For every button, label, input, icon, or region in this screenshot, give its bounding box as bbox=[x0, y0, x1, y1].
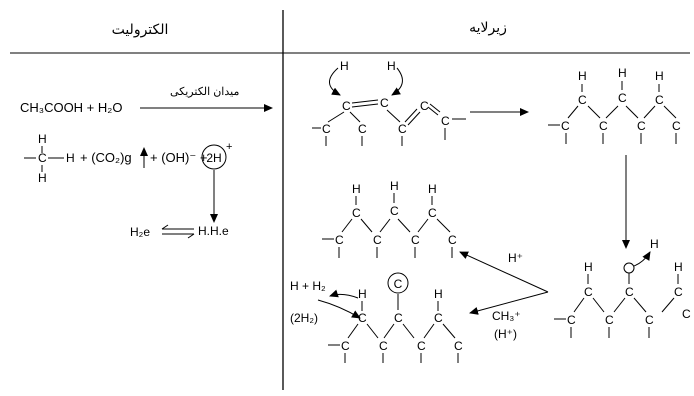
chain-bottom-right: H H H C C C C C C C bbox=[554, 237, 691, 338]
svg-text:C: C bbox=[584, 285, 593, 299]
proton-circle bbox=[201, 144, 227, 170]
svg-text:C: C bbox=[417, 339, 426, 353]
svg-text:C: C bbox=[341, 339, 350, 353]
svg-text:C: C bbox=[335, 233, 344, 247]
svg-text:C: C bbox=[441, 114, 450, 128]
svg-text:C: C bbox=[454, 339, 463, 353]
hydrogen-atom: H.H.e bbox=[198, 224, 229, 238]
h-leaving-arrow bbox=[633, 251, 651, 267]
chain-top-left: C C C C C C C bbox=[312, 96, 466, 146]
svg-text:H: H bbox=[434, 287, 443, 301]
methyl-proton: (H⁺) bbox=[494, 327, 517, 341]
svg-text:H: H bbox=[352, 182, 361, 196]
h-plus-h2: H + H₂ bbox=[290, 279, 326, 293]
svg-text:C: C bbox=[342, 99, 351, 113]
svg-text:C: C bbox=[434, 311, 443, 325]
arrow-methyl-path bbox=[469, 291, 549, 315]
svg-text:C: C bbox=[682, 307, 691, 321]
circled-hydrogen bbox=[623, 262, 635, 274]
svg-text:C: C bbox=[448, 233, 457, 247]
svg-text:C: C bbox=[428, 206, 437, 220]
svg-text:C: C bbox=[655, 93, 664, 107]
methane-h-right: H bbox=[66, 151, 75, 165]
header-substrate: زیرلایه bbox=[469, 20, 507, 36]
svg-text:C: C bbox=[394, 311, 403, 325]
svg-text:C: C bbox=[373, 233, 382, 247]
hydroxide-ion: + (OH)⁻ + bbox=[150, 150, 207, 165]
svg-text:C: C bbox=[578, 93, 587, 107]
header-electrolyte: الکترولیت bbox=[112, 22, 169, 38]
methane-structure: H C H H bbox=[24, 132, 75, 185]
co2-gas: + (CO₂)g bbox=[80, 150, 132, 165]
svg-text:C: C bbox=[358, 122, 367, 136]
two-h2: (2H₂) bbox=[290, 311, 318, 325]
svg-text:C: C bbox=[637, 119, 646, 133]
methane-h-bottom: H bbox=[38, 171, 47, 185]
h-top-left: H bbox=[340, 59, 349, 73]
svg-text:C: C bbox=[411, 233, 420, 247]
curved-arrow-right bbox=[391, 67, 403, 96]
proton-charge: + bbox=[226, 141, 232, 153]
svg-text:H: H bbox=[650, 237, 659, 251]
circled-carbon-ring bbox=[387, 272, 409, 294]
svg-text:C: C bbox=[599, 119, 608, 133]
methane-h-top: H bbox=[38, 132, 47, 146]
svg-text:H: H bbox=[428, 182, 437, 196]
svg-text:C: C bbox=[358, 311, 367, 325]
svg-text:H: H bbox=[578, 69, 587, 83]
chain-bottom-left: H C H C C C C C C C bbox=[328, 272, 463, 363]
svg-text:C: C bbox=[390, 204, 399, 218]
svg-text:H: H bbox=[655, 69, 664, 83]
h-return-arrow bbox=[329, 289, 359, 299]
svg-text:H: H bbox=[390, 179, 399, 193]
svg-text:C: C bbox=[398, 122, 407, 136]
curved-arrow-left bbox=[329, 67, 341, 96]
electric-field-label: میدان الکتریکی bbox=[170, 86, 239, 98]
svg-text:C: C bbox=[672, 119, 681, 133]
svg-text:C: C bbox=[674, 285, 683, 299]
svg-text:C: C bbox=[420, 99, 429, 113]
acetic-acid-water: CH₃COOH + H₂O bbox=[20, 100, 122, 115]
arrow-proton-path bbox=[459, 251, 549, 293]
chain-middle: H H H C C C C C C C bbox=[322, 179, 457, 258]
svg-text:C: C bbox=[322, 122, 331, 136]
svg-text:H: H bbox=[584, 260, 593, 274]
svg-text:H: H bbox=[358, 287, 367, 301]
circled-carbon: C bbox=[394, 277, 403, 291]
svg-text:C: C bbox=[380, 96, 389, 110]
proton-reagent: H⁺ bbox=[508, 251, 523, 265]
proton-label: 2H bbox=[206, 151, 221, 165]
methyl-reagent: CH₃⁺ bbox=[492, 309, 521, 323]
svg-text:H: H bbox=[618, 66, 627, 80]
svg-text:C: C bbox=[605, 313, 614, 327]
svg-text:C: C bbox=[625, 285, 634, 299]
svg-text:C: C bbox=[561, 119, 570, 133]
chain-top-right: H H H C C C C C C C bbox=[548, 66, 681, 144]
svg-text:C: C bbox=[567, 313, 576, 327]
h-top-right: H bbox=[387, 59, 396, 73]
svg-text:C: C bbox=[645, 313, 654, 327]
svg-text:C: C bbox=[618, 91, 627, 105]
svg-text:H: H bbox=[674, 260, 683, 274]
svg-text:C: C bbox=[352, 206, 361, 220]
h2-curved-arrow bbox=[317, 299, 361, 319]
svg-text:C: C bbox=[379, 339, 388, 353]
methane-carbon: C bbox=[38, 151, 47, 165]
hydrogen-molecule: H₂e bbox=[130, 225, 150, 239]
